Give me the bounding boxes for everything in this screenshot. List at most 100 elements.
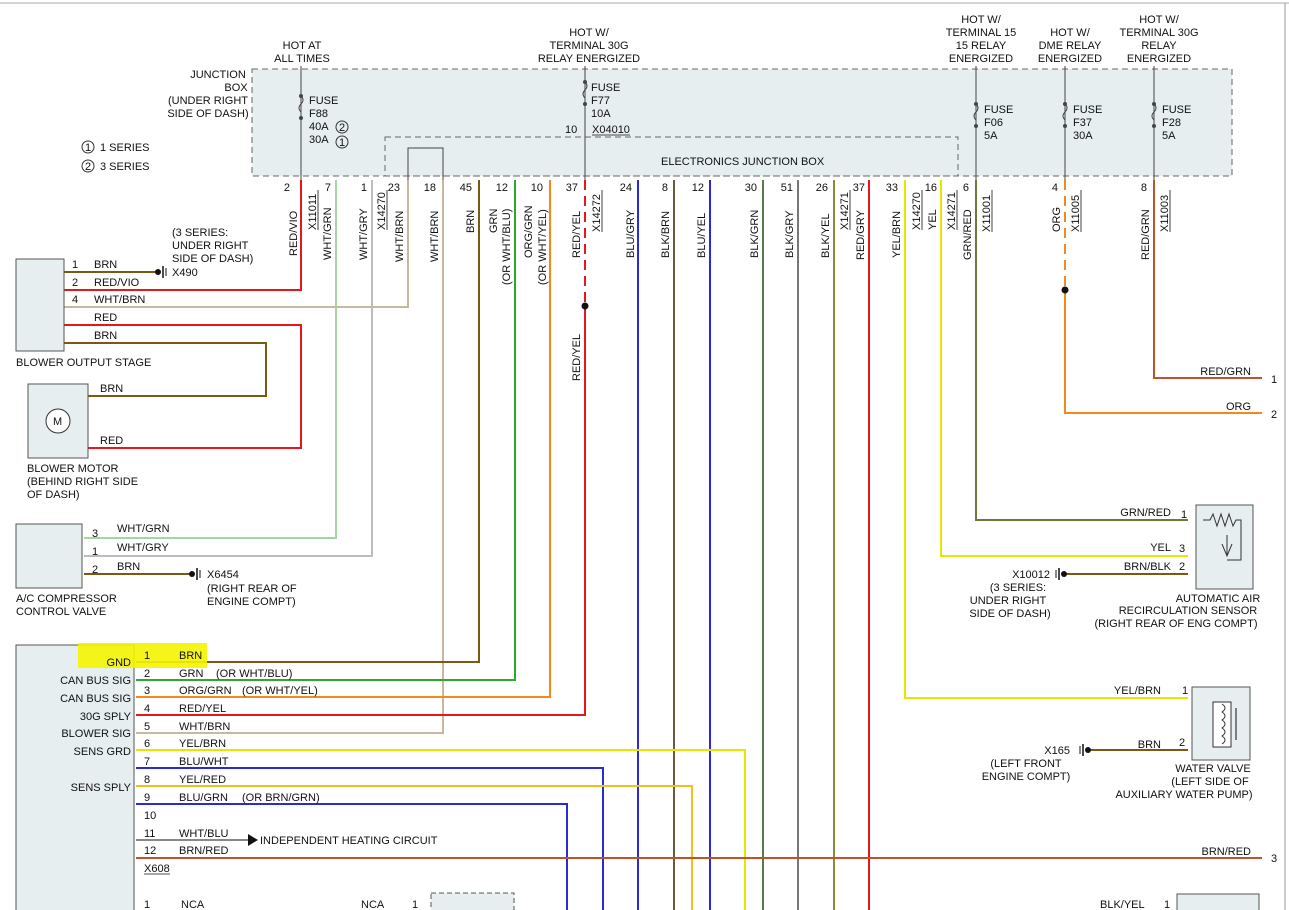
valve-pin: 1 <box>1182 685 1188 697</box>
output-wire: BRN/RED <box>1201 846 1251 858</box>
ground-icon <box>1079 744 1091 756</box>
jbox-pin: 7 <box>325 182 331 194</box>
sensor-name: RECIRCULATION SENSOR <box>1119 605 1258 617</box>
vlabel: BRN <box>465 210 477 233</box>
ground-note: ENGINE COMPT) <box>982 771 1071 783</box>
valve-wire: BRN <box>1138 739 1161 751</box>
wire-label: WHT/BRN <box>94 294 145 306</box>
vlabel: X11001 <box>981 195 993 232</box>
header-dme-3: ENERGIZED <box>1038 53 1102 65</box>
fuse-f77-id: F77 <box>591 95 610 107</box>
electronics-junction-box-label: ELECTRONICS JUNCTION BOX <box>661 156 825 168</box>
module-wire: RED/YEL <box>179 703 226 715</box>
vlabel: RED/YEL <box>571 334 583 381</box>
module-wire-note: (OR WHT/BLU) <box>216 668 292 680</box>
output-num: 3 <box>1271 853 1277 865</box>
module-pin-label: GND <box>107 657 132 669</box>
connector-x608: X608 <box>144 863 170 875</box>
wire-label: RED/VIO <box>94 277 140 289</box>
vlabel: X14271 <box>946 192 958 230</box>
bottom-right-pin: 1 <box>1164 899 1170 910</box>
jbox-pin: 51 <box>781 182 793 194</box>
vlabel: WHT/BRN <box>394 211 406 262</box>
module-wire-note: (OR WHT/YEL) <box>242 685 318 697</box>
header-30g2-1: HOT W/ <box>1139 14 1179 26</box>
ground-icon <box>189 568 201 580</box>
module-bottom-nca: NCA <box>181 899 205 910</box>
air-recirc-sensor: GRN/RED 1 YEL 3 BRN/BLK 2 X10012 (3 SERI… <box>969 504 1260 630</box>
jbox-pin: 4 <box>1052 182 1058 194</box>
pin-num: 2 <box>92 564 98 576</box>
vlabel: X14270 <box>911 192 923 230</box>
module-wire: BLU/GRN <box>179 792 228 804</box>
bottom-pin-2: 1 <box>412 899 418 910</box>
sensor-resistor-icon <box>1203 512 1242 561</box>
wire-label: RED <box>94 312 117 324</box>
ground-note: (3 SERIES: <box>990 582 1046 594</box>
output-wire: ORG <box>1226 401 1251 413</box>
module-pin-num: 7 <box>144 756 150 768</box>
motor-icon <box>45 408 71 434</box>
output-num: 1 <box>1271 374 1277 386</box>
pin-num: 4 <box>72 294 78 306</box>
vlabel: WHT/GRY <box>358 208 370 260</box>
module-wire-note: (OR BRN/GRN) <box>242 792 320 804</box>
blower-output-stage: BLOWER OUTPUT STAGE 1 BRN 2 RED/VIO 4 WH… <box>15 227 253 369</box>
jbox-pin: 18 <box>424 182 436 194</box>
vlabel: YEL <box>927 209 939 230</box>
module-pin-num: 5 <box>144 721 150 733</box>
wire-label: WHT/GRN <box>117 523 170 535</box>
series-2-text: 3 SERIES <box>100 161 150 173</box>
wire-label: BRN <box>94 259 117 271</box>
blower-motor: M BRN RED BLOWER MOTOR (BEHIND RIGHT SID… <box>27 383 138 501</box>
module-pin-num: 4 <box>144 703 150 715</box>
motor-symbol: M <box>53 416 62 428</box>
module-pin-label: SENS SPLY <box>71 782 132 794</box>
header-30g-2: TERMINAL 30G <box>549 40 628 52</box>
sensor-pin: 2 <box>1179 561 1185 573</box>
header-30g-3: RELAY ENERGIZED <box>538 53 640 65</box>
pin-num: 2 <box>72 277 78 289</box>
blower-motor-name: OF DASH) <box>27 489 80 501</box>
ground-note: UNDER RIGHT <box>172 240 249 252</box>
module-pin-num: 8 <box>144 774 150 786</box>
jbox-pin: 10 <box>531 182 543 194</box>
junction-box-label-4: SIDE OF DASH) <box>167 108 248 120</box>
vlabel: X14272 <box>591 194 603 232</box>
fuses: FUSE F88 40A 30A 2 1 FUSE F77 10A 10 X04… <box>298 66 1191 180</box>
vlabel: YEL/BRN <box>891 211 903 258</box>
gnd-highlight <box>78 643 207 668</box>
valve-name: WATER VALVE <box>1175 763 1250 775</box>
vlabel: BLK/GRY <box>784 210 796 258</box>
ground-note: (LEFT FRONT <box>990 758 1062 770</box>
jbox-pin: 12 <box>496 182 508 194</box>
series-1-text: 1 SERIES <box>100 142 150 154</box>
ac-name: CONTROL VALVE <box>16 606 106 618</box>
vlabel: WHT/GRN <box>322 207 334 260</box>
sensor-name: (RIGHT REAR OF ENG COMPT) <box>1095 618 1258 630</box>
jbox-pin: 6 <box>963 182 969 194</box>
fuse-f88-word: FUSE <box>309 95 338 107</box>
vlabel: BLK/GRN <box>749 210 761 258</box>
vlabel: BLU/GRY <box>625 209 637 258</box>
pin-num: 1 <box>72 259 78 271</box>
fuse-f77-rating: 10A <box>591 108 611 120</box>
output-num: 2 <box>1271 409 1277 421</box>
wire-label: BRN <box>100 383 123 395</box>
fuse-f88-rating-a: 40A <box>309 121 329 133</box>
jbox-pin: 12 <box>692 182 704 194</box>
blower-motor-name: BLOWER MOTOR <box>27 463 119 475</box>
valve-name: (LEFT SIDE OF <box>1171 776 1249 788</box>
ground-label: X10012 <box>1012 569 1050 581</box>
fuse-f28-word: FUSE <box>1162 104 1191 116</box>
module-pin-num: 11 <box>144 828 155 840</box>
vlabel: ORG <box>1051 207 1063 232</box>
ground-label: X6454 <box>207 569 239 581</box>
ac-compressor-valve: 3 WHT/GRN 1 WHT/GRY 2 BRN X6454 (RIGHT R… <box>15 523 297 618</box>
ac-name: A/C COMPRESSOR <box>16 593 117 605</box>
module-pin-label: CAN BUS SIG <box>60 675 131 687</box>
bottom-nca-2: NCA <box>361 899 385 910</box>
pin-num: 1 <box>92 546 98 558</box>
fuse-f28-rating: 5A <box>1162 130 1176 142</box>
